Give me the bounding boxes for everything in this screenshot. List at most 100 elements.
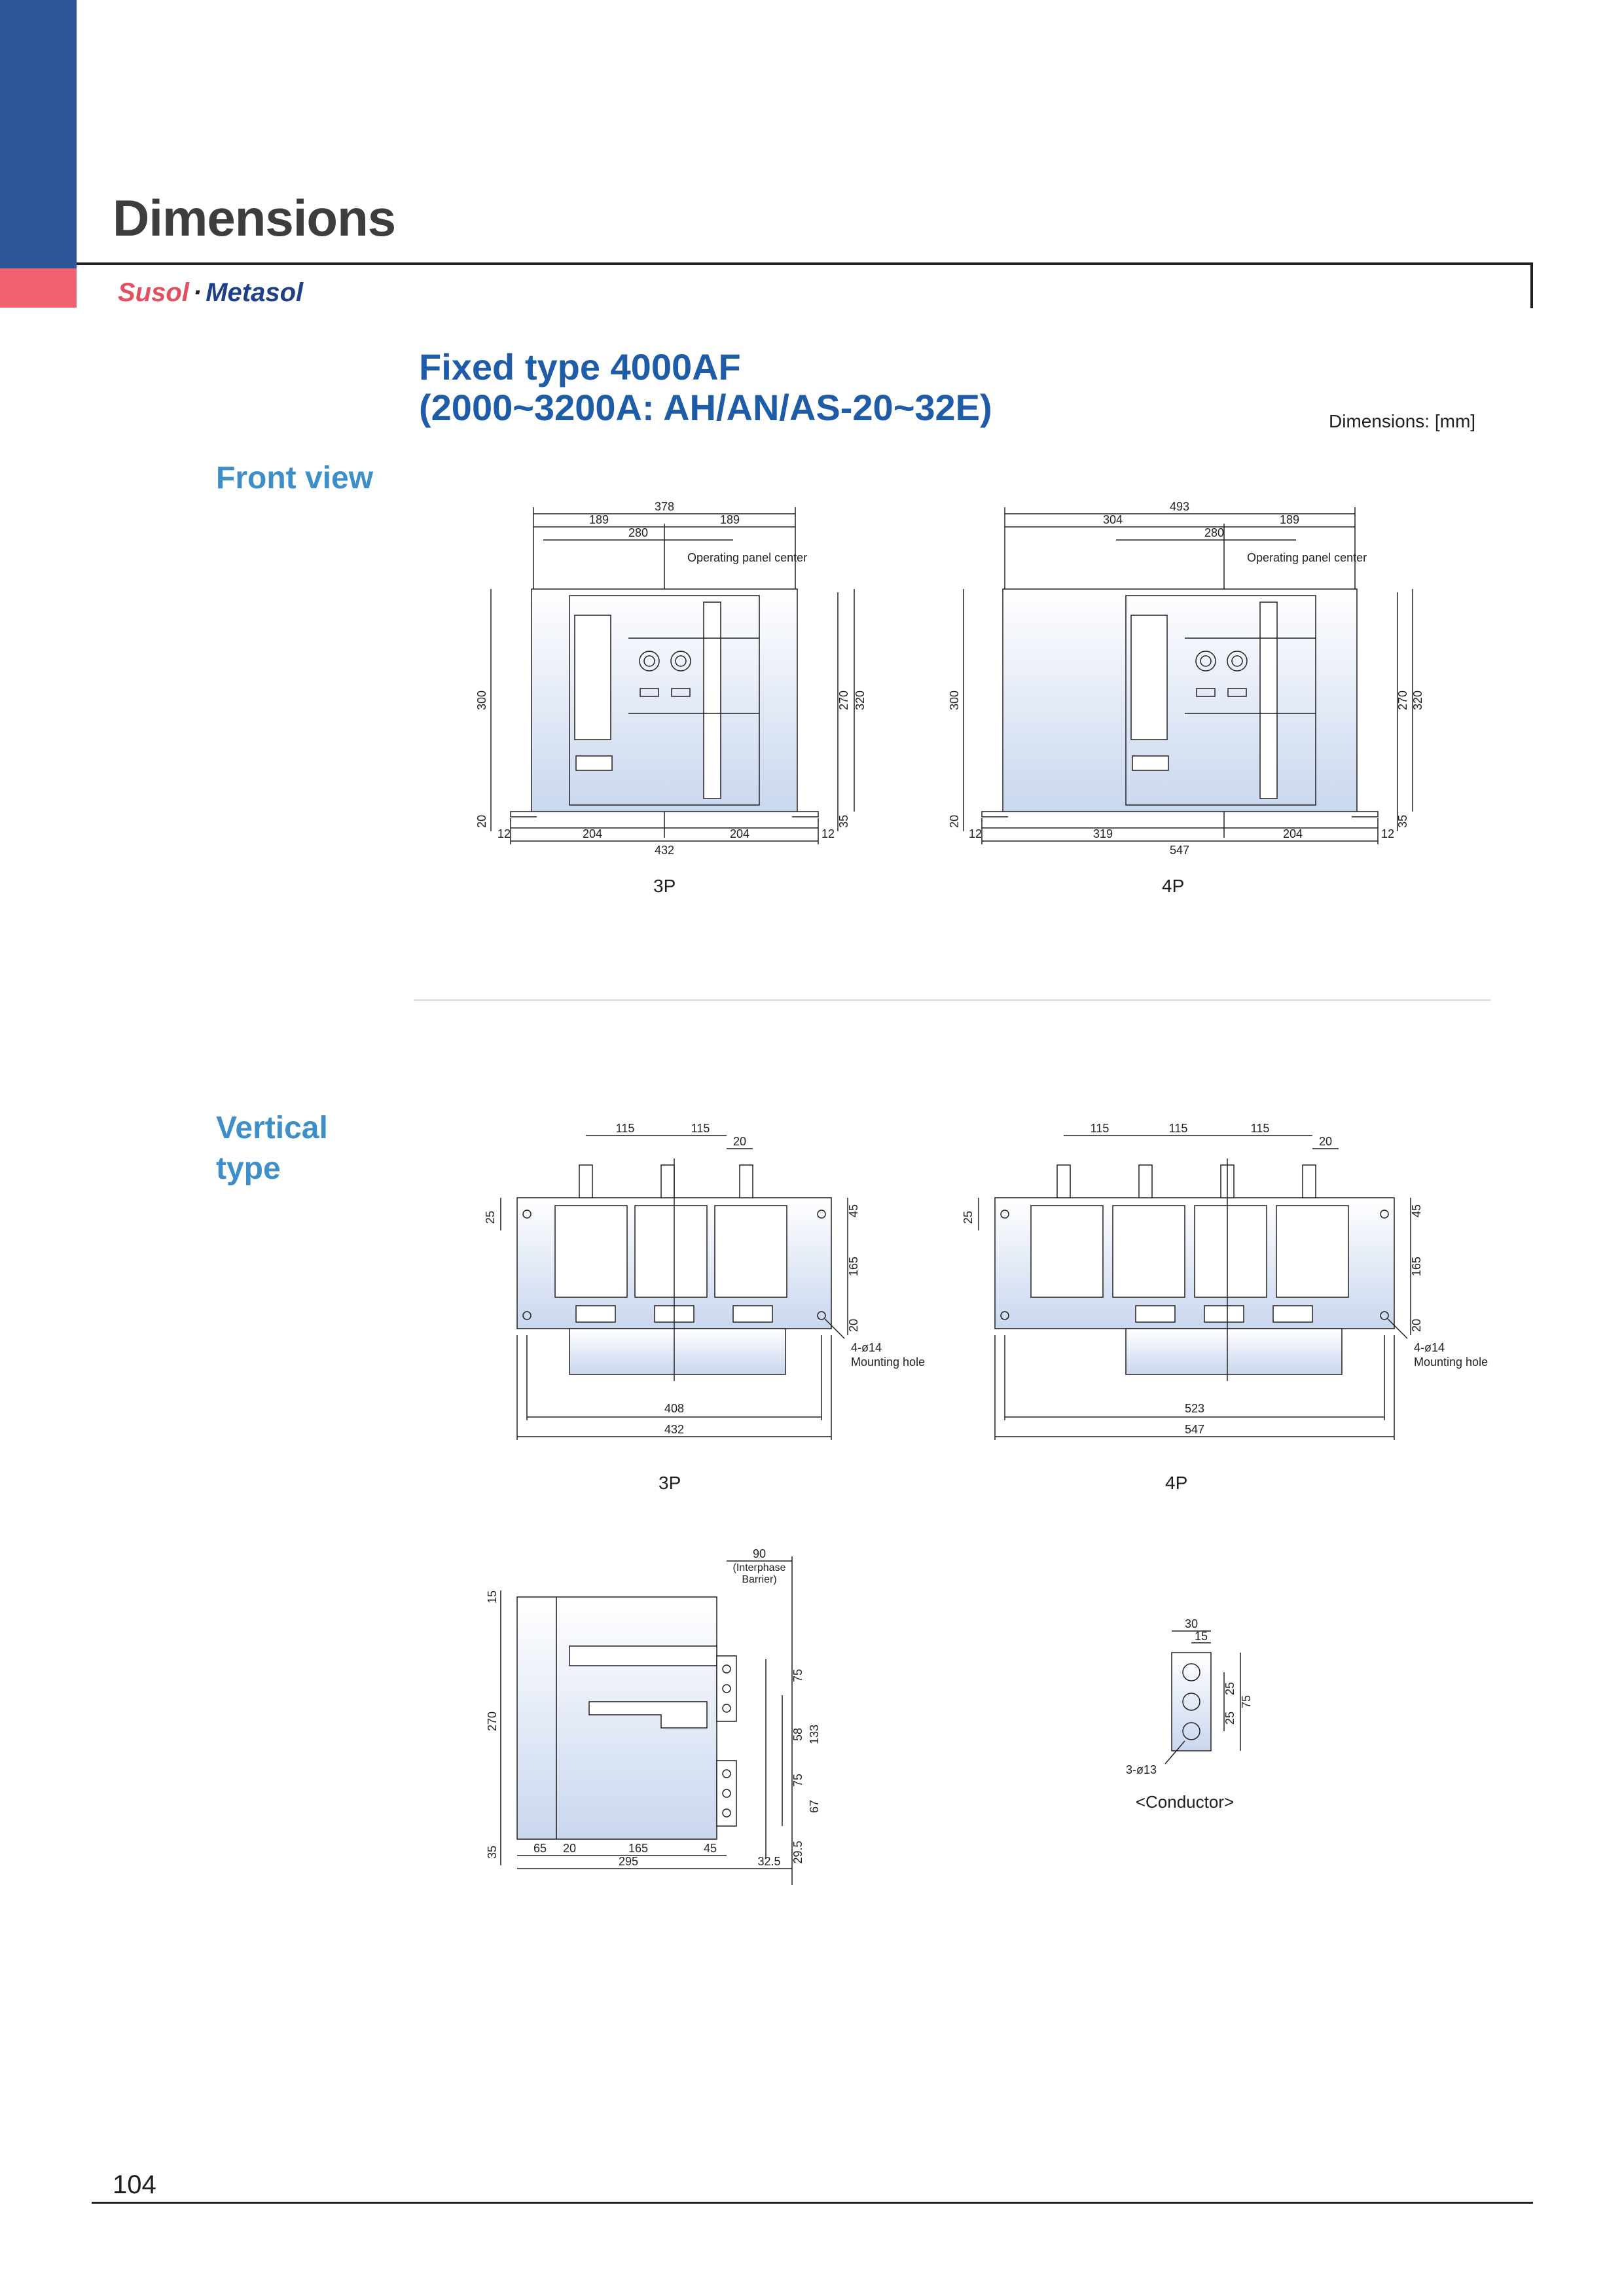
operating-panel-label: Operating panel center <box>1247 551 1367 564</box>
caption-4p: 4P <box>1162 876 1185 896</box>
vertical-4p-drawing: 115 115 115 20 25 45 165 20 4-ø14 Mounti… <box>962 1122 1488 1440</box>
footer-rule <box>92 2202 1533 2204</box>
dim-label: 165 <box>847 1257 860 1276</box>
dim-label: 90 <box>753 1547 766 1560</box>
dim-label: 115 <box>1169 1122 1188 1135</box>
caption-vertical-4p: 4P <box>1165 1473 1188 1493</box>
dim-label: 29.5 <box>791 1840 804 1863</box>
dim-label: 320 <box>1411 691 1424 710</box>
side-view-drawing: 90 (Interphase Barrier) 15 270 35 75 58 … <box>486 1547 821 1885</box>
conductor-caption: <Conductor> <box>1136 1792 1234 1812</box>
dim-label: 20 <box>733 1135 746 1148</box>
dim-label: 304 <box>1103 513 1123 526</box>
dim-label: 300 <box>475 691 488 710</box>
brand-separator: · <box>192 278 202 307</box>
dim-label: 204 <box>583 827 602 840</box>
section-divider <box>414 999 1490 1001</box>
dim-label: 300 <box>948 691 961 710</box>
vertical-type-label-line2: type <box>216 1151 281 1186</box>
dim-label: 270 <box>1396 691 1409 710</box>
header-rule <box>77 262 1533 265</box>
brand-primary: Susol <box>118 278 189 307</box>
dim-label: 270 <box>837 691 850 710</box>
barrier-label-line1: (Interphase <box>733 1562 786 1573</box>
section-title: Fixed type 4000AF (2000~3200A: AH/AN/AS-… <box>419 347 992 428</box>
dim-label: 35 <box>837 815 850 828</box>
dim-label: 115 <box>1251 1122 1270 1135</box>
caption-3p: 3P <box>653 876 676 896</box>
page-number: 104 <box>113 2170 156 2199</box>
dim-label: 115 <box>1091 1122 1110 1135</box>
dim-label: 493 <box>1170 500 1189 513</box>
header-accent-bar-red <box>0 268 77 308</box>
dim-label: 408 <box>664 1402 684 1415</box>
dim-label: 12 <box>969 827 982 840</box>
section-title-line1: Fixed type 4000AF <box>419 346 741 387</box>
dim-label: 15 <box>486 1590 499 1604</box>
dim-label: 32.5 <box>757 1855 780 1868</box>
conductor-holes: 3-ø13 <box>1126 1763 1157 1776</box>
front-view-3p-drawing: 378 189 189 280 Operating panel center 3… <box>475 500 867 857</box>
dim-label: 432 <box>655 844 674 857</box>
dim-label: 75 <box>1240 1695 1253 1708</box>
units-note: Dimensions: [mm] <box>1329 411 1476 431</box>
dim-label: 295 <box>619 1855 638 1868</box>
dim-label: 35 <box>486 1846 499 1859</box>
dim-label: 20 <box>847 1319 860 1332</box>
dim-label: 165 <box>1410 1257 1423 1276</box>
dim-label: 12 <box>821 827 835 840</box>
header-accent-bar <box>0 0 77 268</box>
dim-label: 319 <box>1093 827 1113 840</box>
caption-vertical-3p: 3P <box>659 1473 681 1493</box>
section-title-line2: (2000~3200A: AH/AN/AS-20~32E) <box>419 387 992 428</box>
dim-label: 523 <box>1185 1402 1204 1415</box>
dim-label: 20 <box>1410 1319 1423 1332</box>
mount-hole-size: 4-ø14 <box>851 1341 882 1354</box>
dim-label: 45 <box>704 1842 717 1855</box>
dim-label: 115 <box>691 1122 710 1135</box>
dim-label: 280 <box>1204 526 1224 539</box>
dim-label: 45 <box>847 1204 860 1217</box>
dim-label: 25 <box>962 1211 975 1224</box>
vertical-type-label-line1: Vertical <box>216 1111 328 1145</box>
page-title: Dimensions <box>113 189 396 247</box>
header-rule-tick <box>1530 262 1533 308</box>
mount-hole-size: 4-ø14 <box>1414 1341 1445 1354</box>
operating-panel-label: Operating panel center <box>687 551 807 564</box>
mount-hole-label: Mounting hole <box>1414 1355 1488 1369</box>
barrier-label-line2: Barrier) <box>742 1574 776 1585</box>
dim-label: 12 <box>497 827 511 840</box>
conductor-drawing: 30 15 25 25 75 3-ø13 <Conductor> <box>1126 1617 1253 1812</box>
dim-label: 547 <box>1170 844 1189 857</box>
dim-label: 65 <box>533 1842 547 1855</box>
dim-label: 67 <box>808 1800 821 1813</box>
dim-label: 20 <box>1319 1135 1332 1148</box>
dim-label: 75 <box>791 1774 804 1787</box>
dim-label: 378 <box>655 500 674 513</box>
dim-label: 115 <box>616 1122 635 1135</box>
dim-label: 204 <box>730 827 749 840</box>
dim-label: 547 <box>1185 1423 1204 1436</box>
front-view-label: Front view <box>216 461 374 495</box>
brand-logo: Susol·Metasol <box>118 278 303 308</box>
front-view-4p-drawing: 493 304 189 280 Operating panel center 3… <box>948 500 1424 857</box>
dim-label: 270 <box>486 1712 499 1731</box>
brand-secondary: Metasol <box>206 278 304 307</box>
dim-label: 20 <box>563 1842 576 1855</box>
dim-label: 165 <box>628 1842 648 1855</box>
dim-label: 133 <box>808 1725 821 1744</box>
dim-label: 25 <box>1223 1712 1236 1725</box>
dim-label: 25 <box>484 1211 497 1224</box>
dim-label: 12 <box>1381 827 1394 840</box>
dim-label: 35 <box>1396 815 1409 828</box>
vertical-type-label: Vertical type <box>216 1108 328 1189</box>
dim-label: 30 <box>1185 1617 1198 1630</box>
dim-label: 320 <box>854 691 867 710</box>
dim-label: 15 <box>1195 1630 1208 1643</box>
dim-label: 204 <box>1283 827 1303 840</box>
vertical-3p-drawing: 115 115 20 25 45 165 20 4-ø14 Mounting h… <box>484 1122 925 1440</box>
dim-label: 45 <box>1410 1204 1423 1217</box>
dim-label: 58 <box>791 1728 804 1741</box>
dim-label: 20 <box>948 815 961 828</box>
dim-label: 189 <box>1280 513 1299 526</box>
